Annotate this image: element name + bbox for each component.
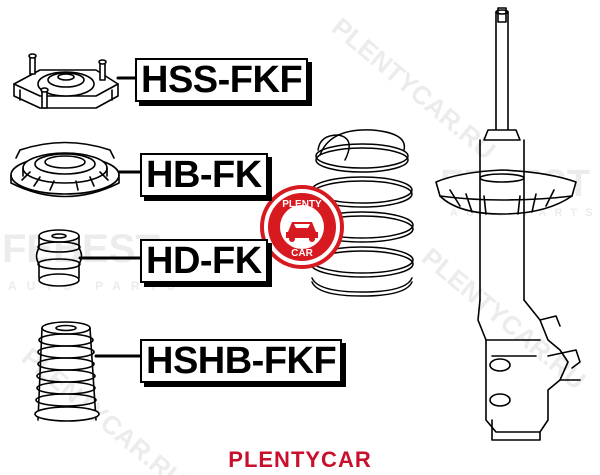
part-code-hshb-fkf: HSHB-FKF: [140, 339, 343, 383]
part-code-hss-fkf: HSS-FKF: [135, 58, 309, 102]
watermark-diagonal-3: PLENTYCAR.RU: [416, 242, 591, 396]
part-code-hd-fk: HD-FK: [140, 239, 268, 283]
watermark-febest-left: FEBEST: [2, 227, 160, 271]
part-code-hb-fk: HB-FK: [140, 153, 268, 197]
plentycar-stamp-logo: PLENTY CAR: [260, 185, 344, 269]
coil-spring-drawing: [310, 129, 414, 297]
strut-mount-drawing: [13, 53, 119, 109]
footer-brand: PLENTYCAR: [228, 447, 372, 472]
watermark-diagonal-1: PLENTYCAR.RU: [326, 12, 501, 166]
spring-seat-bearing-drawing: [10, 141, 120, 198]
leader-lines: [78, 76, 142, 358]
bump-stop-drawing: [35, 229, 83, 287]
stamp-top-text: PLENTY: [282, 199, 322, 210]
dust-boot-drawing: [34, 321, 100, 422]
stamp-bottom-text: CAR: [291, 248, 313, 259]
shock-absorber-drawing: [435, 7, 581, 441]
